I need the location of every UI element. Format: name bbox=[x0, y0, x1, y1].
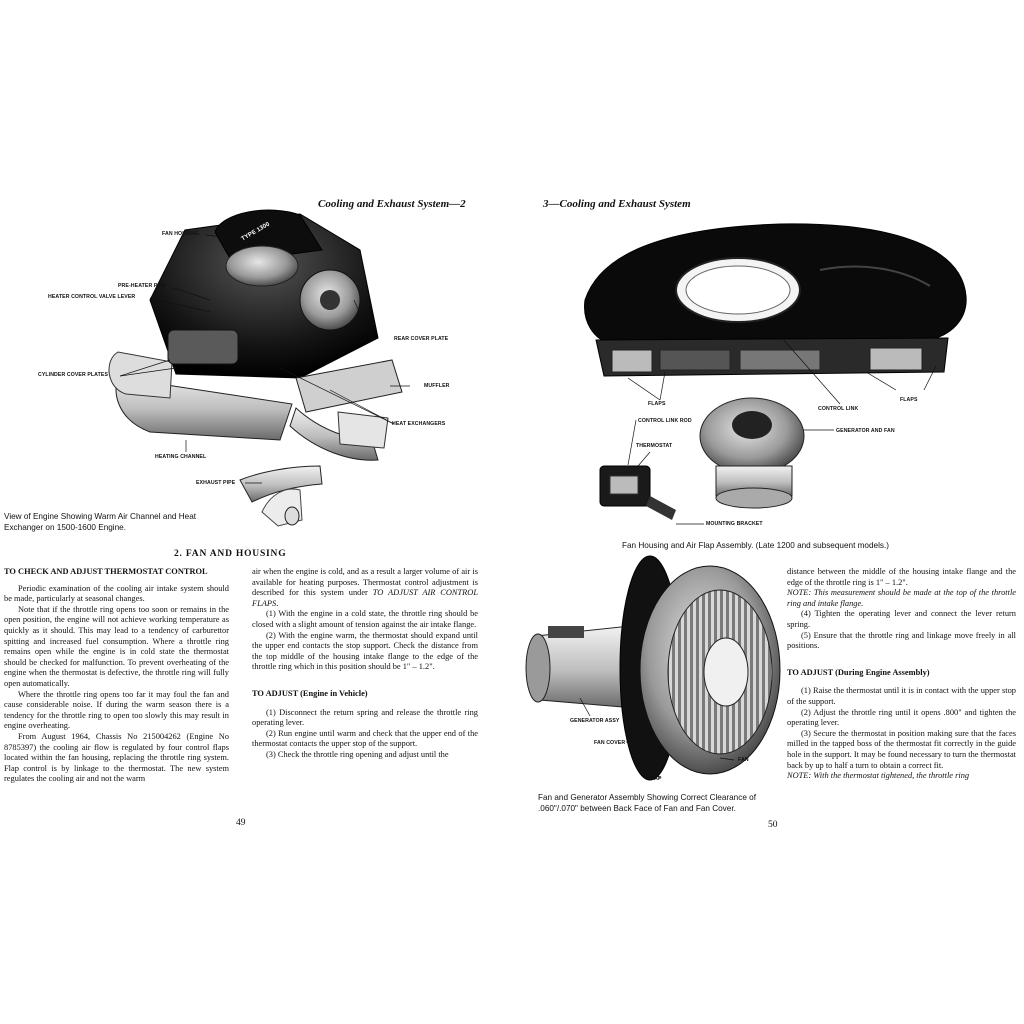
fan-generator-caption-line-1: Fan and Generator Assembly Showing Corre… bbox=[538, 793, 756, 802]
callout-heater-control-valve-lever: HEATER CONTROL VALVE LEVER bbox=[48, 294, 136, 300]
right-page-number: 50 bbox=[768, 820, 778, 830]
callout-heat-exchangers: HEAT EXCHANGERS bbox=[392, 421, 446, 427]
callout-exhaust-pipe: EXHAUST PIPE bbox=[196, 480, 236, 486]
right-running-head: 3—Cooling and Exhaust System bbox=[543, 198, 691, 210]
fan-housing-leader-lines bbox=[627, 337, 937, 525]
col1-paragraph-2: Note that if the throttle ring opens too… bbox=[4, 604, 229, 688]
callout-fan: FAN bbox=[738, 757, 749, 763]
callout-mounting-bracket: MOUNTING BRACKET bbox=[706, 521, 763, 527]
callout-flaps-left: FLAPS bbox=[648, 401, 666, 407]
fan-generator-caption-line-2: .060"/.070" between Back Face of Fan and… bbox=[538, 804, 736, 813]
callout-flaps-right: FLAPS bbox=[900, 397, 918, 403]
col2-paragraph-2: (1) With the engine in a cold state, the… bbox=[252, 609, 478, 629]
col3-paragraph-2: (4) Tighten the operating lever and conn… bbox=[787, 609, 1016, 629]
right-column: distance between the middle of the housi… bbox=[787, 567, 1016, 782]
fan-generator-leader-lines bbox=[579, 697, 735, 779]
fan-generator-illustration bbox=[525, 555, 781, 781]
generator-body-shape bbox=[535, 625, 635, 709]
col1-paragraph-3: Where the throttle ring opens too far it… bbox=[4, 689, 229, 731]
left-column-2: air when the engine is cold, and as a re… bbox=[252, 567, 478, 761]
callout-fan-cover: FAN COVER bbox=[594, 740, 626, 746]
left-running-head: Cooling and Exhaust System—2 bbox=[318, 198, 466, 210]
callout-fan-housing: FAN HOUSING bbox=[162, 231, 200, 237]
col2-subhead: TO ADJUST (Engine in Vehicle) bbox=[252, 688, 368, 698]
fan-housing-caption: Fan Housing and Air Flap Assembly. (Late… bbox=[622, 541, 890, 550]
col3-paragraph-1: distance between the middle of the housi… bbox=[787, 567, 1016, 587]
col3-subhead: TO ADJUST (During Engine Assembly) bbox=[787, 667, 930, 677]
col2-p1-end: . bbox=[276, 598, 279, 608]
callout-pre-heater-pipe: PRE-HEATER PIPE bbox=[118, 283, 167, 289]
col3-note-2: NOTE: With the thermostat tightened, the… bbox=[787, 771, 970, 781]
callout-muffler: MUFFLER bbox=[424, 383, 450, 389]
left-column-1: TO CHECK AND ADJUST THERMOSTAT CONTROL P… bbox=[4, 567, 229, 785]
col2-p1-text: air when the engine is cold, and as a re… bbox=[252, 567, 478, 598]
col2-paragraph-5: (2) Run engine until warm and check that… bbox=[252, 728, 478, 749]
callout-cylinder-cover-plates: CYLINDER COVER PLATES bbox=[38, 372, 109, 378]
col2-paragraph-1: air when the engine is cold, and as a re… bbox=[252, 567, 478, 609]
callout-rear-cover-plate: REAR COVER PLATE bbox=[394, 336, 449, 342]
callout-generator-assy: GENERATOR ASSY bbox=[570, 718, 620, 724]
col2-paragraph-4: (1) Disconnect the return spring and rel… bbox=[252, 707, 478, 728]
col1-subhead: TO CHECK AND ADJUST THERMOSTAT CONTROL bbox=[4, 567, 208, 576]
col3-note: NOTE: This measurement should be made at… bbox=[787, 588, 1016, 608]
exhaust-tube-2 bbox=[337, 411, 389, 449]
left-page-number: 49 bbox=[236, 818, 246, 828]
col2-paragraph-6: (3) Check the throttle ring opening and … bbox=[266, 749, 449, 759]
callout-control-link: CONTROL LINK bbox=[818, 406, 859, 412]
fan-housing-illustration bbox=[584, 223, 967, 520]
col1-paragraph-4: From August 1964, Chassis No 215004262 (… bbox=[4, 731, 229, 784]
callout-thermostat: THERMOSTAT bbox=[636, 443, 673, 449]
engine-leader-lines bbox=[119, 234, 410, 484]
engine-caption-line-1: View of Engine Showing Warm Air Channel … bbox=[4, 512, 197, 521]
generator-shape bbox=[225, 245, 299, 287]
section-title: 2. FAN AND HOUSING bbox=[174, 549, 287, 559]
col2-paragraph-3: (2) With the engine warm, the thermostat… bbox=[252, 630, 478, 672]
col3-paragraph-4: (1) Raise the thermostat until it is in … bbox=[787, 686, 1016, 706]
col3-paragraph-3: (5) Ensure that the throttle ring and li… bbox=[787, 630, 1016, 651]
col1-paragraph-1: Periodic examination of the cooling air … bbox=[4, 583, 229, 604]
left-tube-shape bbox=[108, 351, 173, 399]
col3-paragraph-5: (2) Adjust the throttle ring until it op… bbox=[787, 707, 1016, 728]
engine-illustration bbox=[108, 209, 403, 527]
engine-caption-line-2: Exchanger on 1500-1600 Engine. bbox=[4, 523, 126, 532]
fan-generator-caption: Fan and Generator Assembly Showing Corre… bbox=[538, 792, 778, 814]
col2-p1-reference: TO ADJUST AIR CONTROL FLAPS bbox=[252, 588, 478, 608]
exhaust-pipe-shape bbox=[239, 465, 323, 503]
exhaust-tube-1 bbox=[289, 407, 379, 461]
engine-figure-caption: View of Engine Showing Warm Air Channel … bbox=[4, 511, 244, 533]
callout-heating-channel: HEATING CHANNEL bbox=[155, 454, 207, 460]
rear-cover-plate-shape bbox=[295, 359, 403, 413]
callout-generator-and-fan: GENERATOR AND FAN bbox=[836, 428, 895, 434]
col3-paragraph-6: (3) Secure the thermostat in position ma… bbox=[787, 728, 1016, 770]
callout-control-link-rod: CONTROL LINK ROD bbox=[638, 418, 692, 424]
cylinder-cover-shape bbox=[167, 329, 239, 365]
callout-gap: GAP bbox=[650, 776, 662, 782]
